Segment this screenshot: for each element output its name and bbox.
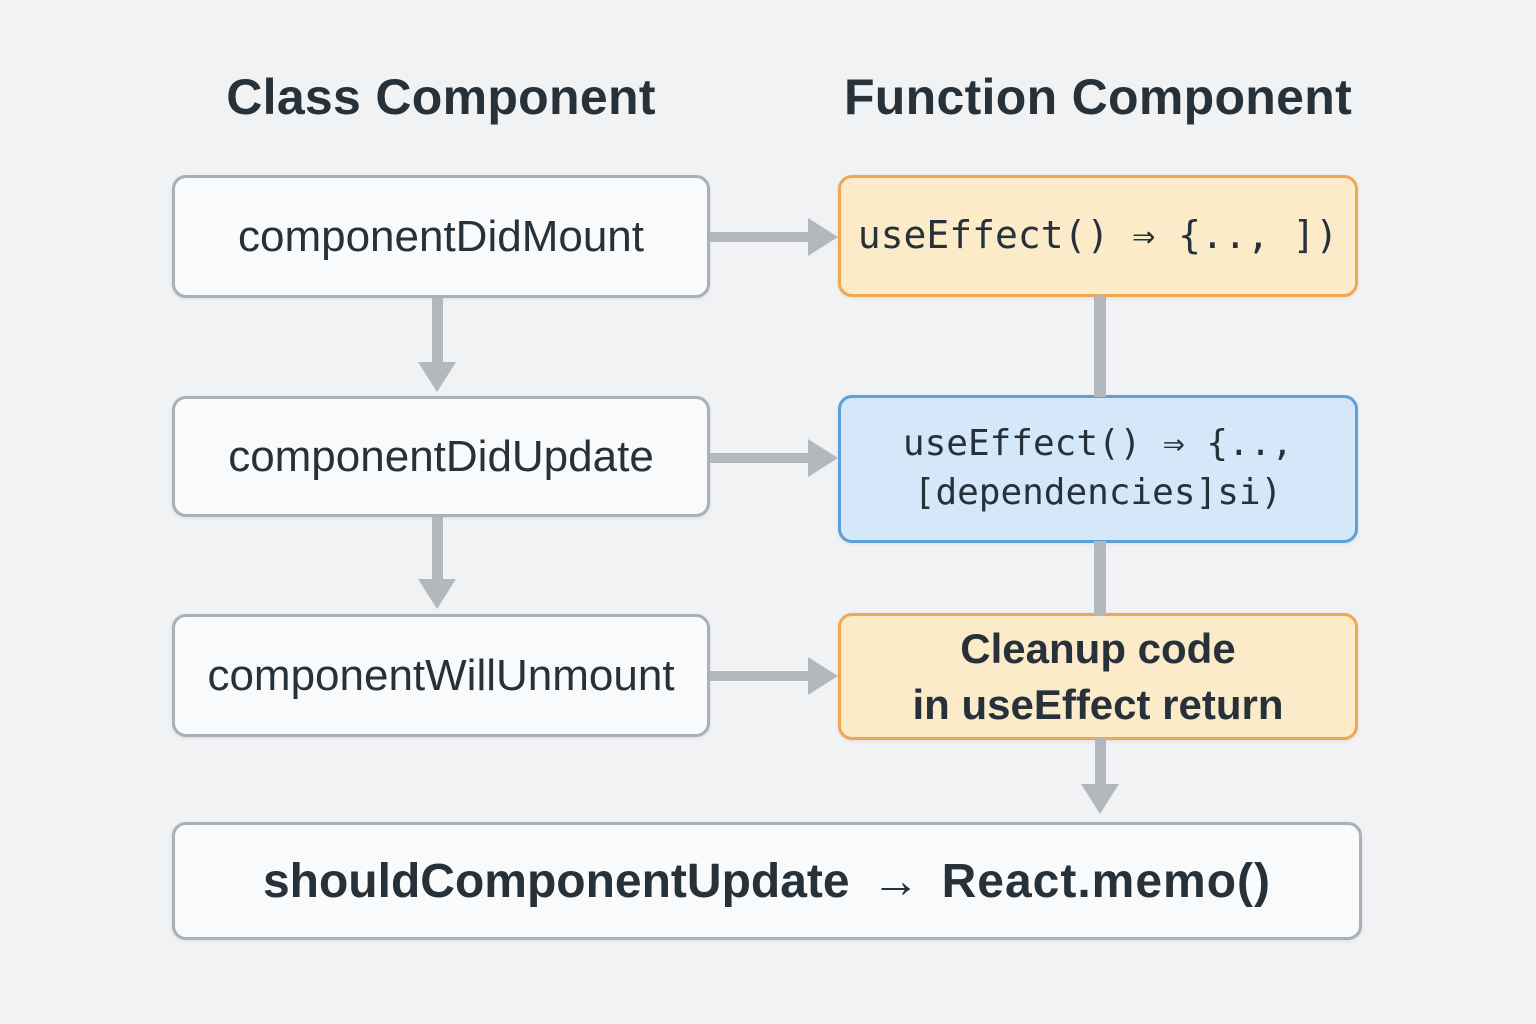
node-label: useEffect() ⇒ {.., ]) xyxy=(857,213,1339,258)
connector-dependencies-to-cleanup-icon xyxy=(1094,541,1106,615)
function-component-header: Function Component xyxy=(843,69,1353,125)
node-label-line2: in useEffect return xyxy=(912,680,1284,728)
node-component-did-mount: componentDidMount xyxy=(172,175,710,298)
node-label: componentWillUnmount xyxy=(207,650,675,700)
node-should-component-update: shouldComponentUpdate → React.memo() xyxy=(172,822,1362,940)
bottom-label-left: shouldComponentUpdate xyxy=(262,854,850,908)
node-label-line2: [dependencies]si) xyxy=(913,472,1283,513)
node-component-will-unmount: componentWillUnmount xyxy=(172,614,710,737)
node-cleanup-code: Cleanup code in useEffect return xyxy=(838,613,1358,740)
node-label: componentDidUpdate xyxy=(228,431,654,481)
node-use-effect-dependencies: useEffect() ⇒ {.., [dependencies]si) xyxy=(838,395,1358,543)
node-label: componentDidMount xyxy=(237,211,644,261)
connector-useeffect-to-dependencies-icon xyxy=(1094,295,1106,397)
node-use-effect-mount: useEffect() ⇒ {.., ]) xyxy=(838,175,1358,297)
bottom-label-right: React.memo() xyxy=(941,854,1272,908)
right-arrow-glyph: → xyxy=(871,854,920,908)
bottom-node-label: shouldComponentUpdate → React.memo() xyxy=(263,854,1271,909)
node-label-line1: Cleanup code xyxy=(960,625,1236,673)
node-label-line1: useEffect() ⇒ {.., xyxy=(902,423,1294,465)
class-component-header: Class Component xyxy=(226,69,656,125)
node-component-did-update: componentDidUpdate xyxy=(172,396,710,517)
